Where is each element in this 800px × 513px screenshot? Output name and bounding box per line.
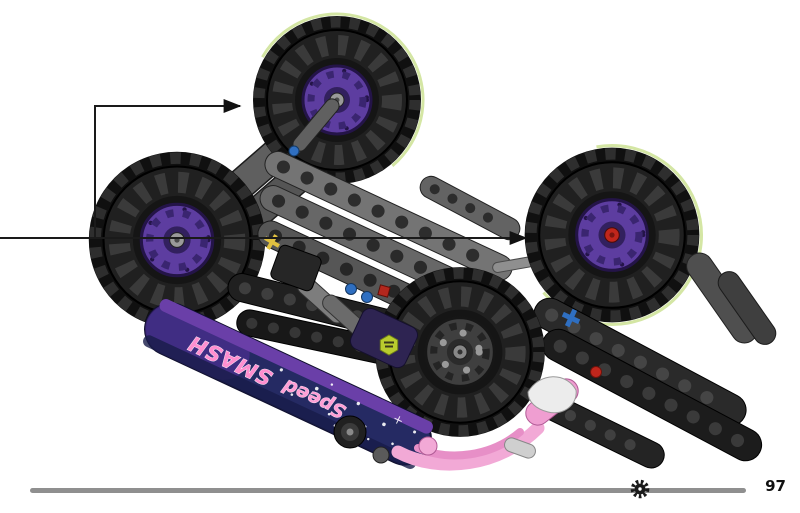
wheel-bottom — [375, 267, 545, 437]
blue-cross-axle — [561, 308, 581, 328]
wheel-left — [88, 151, 266, 329]
white-panel — [527, 376, 577, 414]
blue-pin — [345, 283, 357, 295]
small-gray-roller — [372, 446, 390, 464]
red-element — [377, 284, 391, 298]
top-wheel-axle — [288, 98, 340, 157]
rear-bumper-beams — [533, 252, 777, 469]
callout-arrows — [0, 99, 528, 245]
hub-star — [437, 329, 483, 375]
callout-arrow-top-wheel — [94, 99, 242, 238]
gray-bracket — [504, 437, 536, 459]
small-roller-wheel — [333, 415, 367, 449]
pink-connector — [418, 436, 438, 456]
front-body-panel — [349, 307, 419, 369]
blue-pin — [361, 291, 373, 303]
pink-parts — [333, 376, 579, 471]
red-pin — [590, 366, 602, 378]
progress-bar[interactable] — [30, 488, 746, 493]
lime-tread-highlight — [249, 12, 425, 188]
pink-roll-bar — [391, 421, 545, 471]
lime-tread-highlight — [521, 144, 703, 326]
rear-panel — [717, 271, 777, 345]
wheel-right — [521, 144, 703, 326]
blue-pin — [288, 145, 300, 157]
hexagon-sticker — [379, 334, 399, 356]
